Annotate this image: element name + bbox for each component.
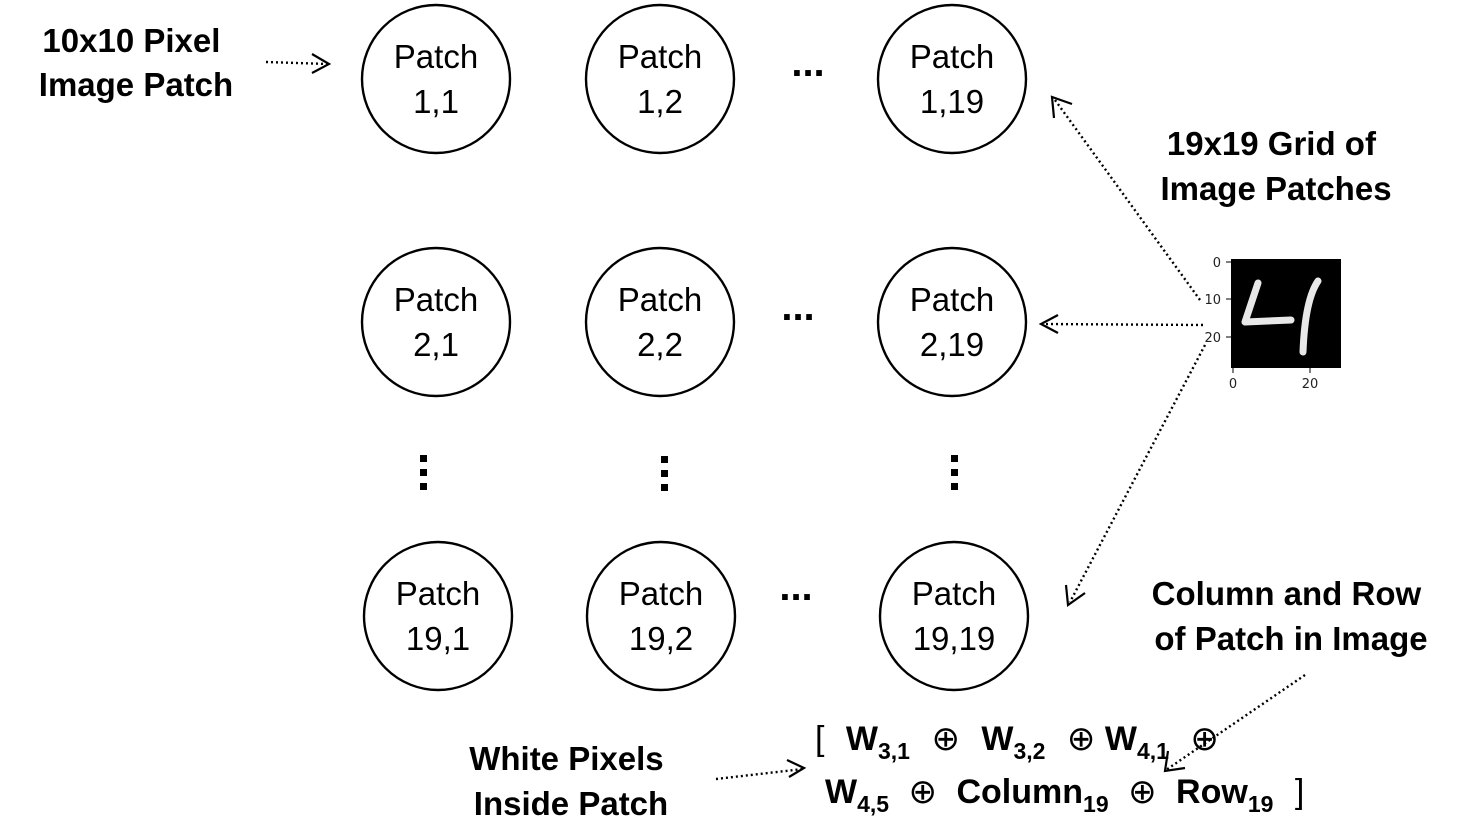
patch-word: Patch [618, 281, 702, 318]
formula-operator-1: ⊕ [931, 720, 960, 758]
patch-node-2-19: Patch 2,19 [876, 246, 1028, 398]
patch-circle-2-2 [584, 246, 736, 398]
formula-w-3-2: W [981, 720, 1014, 758]
white-pixels-label: White Pixels Inside Patch [469, 740, 673, 822]
col19-vertical-ellipsis [951, 455, 958, 490]
mnist-digit-four [1241, 277, 1322, 356]
formula-w-3-2-subscript: 3,2 [1013, 738, 1045, 764]
mnist-x-tick-0: 0 [1229, 377, 1237, 392]
patch-circle-1-1 [360, 3, 512, 155]
formula-row-term: Row [1176, 773, 1248, 811]
patch-label-19-19: Patch 19,19 [912, 575, 996, 657]
formula-w-4-5: W [825, 773, 858, 811]
patch-word: Patch [396, 575, 480, 612]
patch-label-1-19: Patch 1,19 [910, 38, 994, 120]
patch-circle-1-2 [584, 3, 736, 155]
patch-circle-1-19 [876, 3, 1028, 155]
formula-w-4-1-subscript: 4,1 [1137, 738, 1169, 764]
image-to-patch-2-19-arrow [1038, 314, 1204, 334]
patch-index: 19,1 [406, 620, 470, 657]
patch-circle-19-2 [585, 540, 737, 692]
formula-operator-4: ⊕ [909, 773, 938, 811]
patch-label-1-2: Patch 1,2 [618, 38, 702, 120]
patch-index: 1,1 [413, 83, 459, 120]
patch-index: 2,19 [920, 326, 984, 363]
column-row-label-line1: Column and Row [1152, 575, 1422, 612]
white-pixels-arrow [715, 759, 807, 781]
image-to-patch-19-19-arrow [1064, 344, 1207, 607]
patch-label-2-2: Patch 2,2 [618, 281, 702, 363]
patch-word: Patch [912, 575, 996, 612]
formula-operator-2: ⊕ [1067, 720, 1096, 758]
feature-vector-formula-line2: W4,5 ⊕ Column19 ⊕ Row19 ] [825, 773, 1304, 820]
patch-node-1-1: Patch 1,1 [360, 3, 512, 155]
feature-vector-formula-line1: [ W3,1 ⊕ W3,2 ⊕ W4,1 ⊕ [815, 720, 1219, 767]
formula-row-subscript: 19 [1248, 791, 1274, 817]
row1-ellipsis: ... [791, 41, 824, 85]
col1-vertical-ellipsis [420, 455, 427, 490]
column-row-label: Column and Row of Patch in Image [1152, 575, 1431, 657]
formula-open-bracket: [ [815, 720, 825, 758]
formula-w-3-1: W [846, 720, 879, 758]
white-pixels-label-line2: Inside Patch [474, 785, 668, 822]
patch-size-arrow [265, 53, 332, 74]
column-row-arrow [1163, 674, 1306, 773]
patch-circle-19-1 [362, 540, 514, 692]
patch-word: Patch [910, 281, 994, 318]
patch-index: 19,19 [913, 620, 996, 657]
patch-node-19-2: Patch 19,2 [585, 540, 737, 692]
grid-label: 19x19 Grid of Image Patches [1160, 125, 1391, 207]
row19-ellipsis: ... [779, 565, 812, 609]
formula-operator-3: ⊕ [1190, 720, 1219, 758]
formula-w-4-5-subscript: 4,5 [857, 791, 889, 817]
mnist-digit-thumbnail: 0 10 20 0 20 [1204, 256, 1341, 392]
patch-index: 19,2 [629, 620, 693, 657]
white-pixels-label-line1: White Pixels [469, 740, 663, 777]
patch-node-1-19: Patch 1,19 [876, 3, 1028, 155]
patch-node-19-1: Patch 19,1 [362, 540, 514, 692]
patch-index: 2,2 [637, 326, 683, 363]
mnist-y-tick-0: 0 [1213, 256, 1221, 271]
mnist-y-tick-10: 10 [1204, 293, 1221, 308]
column-row-label-line2: of Patch in Image [1154, 620, 1427, 657]
patch-circle-2-19 [876, 246, 1028, 398]
formula-w-4-1: W [1105, 720, 1138, 758]
formula-close-bracket: ] [1295, 773, 1304, 811]
mnist-y-tick-20: 20 [1204, 331, 1221, 346]
patch-index: 2,1 [413, 326, 459, 363]
patch-label-2-19: Patch 2,19 [910, 281, 994, 363]
patch-size-label-line1: 10x10 Pixel [42, 22, 220, 59]
patch-word: Patch [394, 281, 478, 318]
patch-circle-2-1 [360, 246, 512, 398]
row2-ellipsis: ... [781, 285, 814, 329]
formula-w-3-1-subscript: 3,1 [878, 738, 910, 764]
patch-circle-19-19 [878, 540, 1030, 692]
mnist-x-tick-20: 20 [1302, 377, 1319, 392]
patch-word: Patch [910, 38, 994, 75]
patch-label-2-1: Patch 2,1 [394, 281, 478, 363]
patch-label-1-1: Patch 1,1 [394, 38, 478, 120]
col2-vertical-ellipsis [661, 456, 668, 491]
grid-label-line1: 19x19 Grid of [1167, 125, 1377, 162]
patch-size-label-line2: Image Patch [39, 66, 233, 103]
patch-index: 1,19 [920, 83, 984, 120]
formula-column-term: Column [956, 773, 1083, 811]
patch-label-19-1: Patch 19,1 [396, 575, 480, 657]
patch-node-19-19: Patch 19,19 [878, 540, 1030, 692]
image-to-patch-1-19-arrow [1050, 95, 1201, 301]
patch-word: Patch [394, 38, 478, 75]
patch-node-2-2: Patch 2,2 [584, 246, 736, 398]
patch-label-19-2: Patch 19,2 [619, 575, 703, 657]
formula-column-subscript: 19 [1083, 791, 1109, 817]
patch-word: Patch [618, 38, 702, 75]
formula-operator-5: ⊕ [1128, 773, 1157, 811]
patch-size-label: 10x10 Pixel Image Patch [39, 22, 233, 103]
grid-label-line2: Image Patches [1160, 170, 1391, 207]
patch-index: 1,2 [637, 83, 683, 120]
patch-word: Patch [619, 575, 703, 612]
patch-node-2-1: Patch 2,1 [360, 246, 512, 398]
patch-node-1-2: Patch 1,2 [584, 3, 736, 155]
